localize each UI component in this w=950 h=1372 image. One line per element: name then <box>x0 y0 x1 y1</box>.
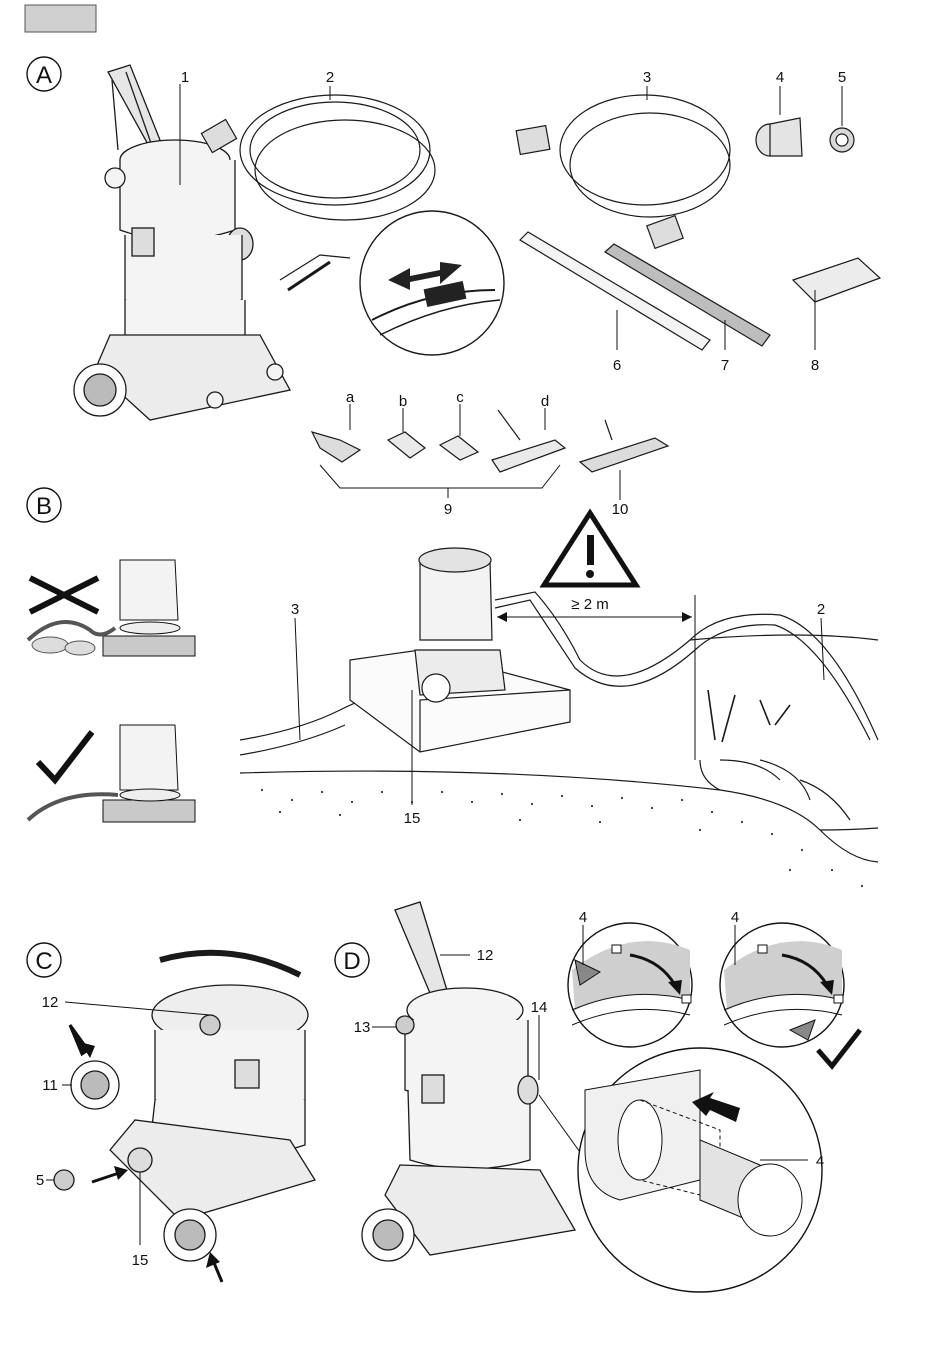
check-mark-icon <box>38 732 92 780</box>
label-hose-3: 3 <box>291 601 299 618</box>
ground-dots <box>261 789 863 887</box>
correct-placement-example <box>28 725 195 822</box>
handle-zoom-detail <box>360 211 504 355</box>
label-nozzle-a: a <box>346 389 355 406</box>
label-part-4: 4 <box>776 69 784 86</box>
vacuum-unit-c <box>54 953 315 1261</box>
filter-sheet-8 <box>793 258 880 302</box>
vacuum-unit-d <box>362 902 575 1261</box>
label-part-5-c: 5 <box>36 1172 44 1189</box>
cap-5 <box>830 128 854 152</box>
nozzle-10 <box>580 420 668 472</box>
section-d-letter: D <box>343 948 360 975</box>
label-part-13: 13 <box>354 1019 371 1036</box>
label-part-5: 5 <box>838 69 846 86</box>
lock-closed-icon <box>682 995 691 1003</box>
section-c: C 12 11 5 15 <box>27 943 315 1282</box>
section-d: D 12 13 14 <box>335 902 860 1292</box>
hose-3 <box>516 95 730 248</box>
lock-detail-right <box>720 923 860 1066</box>
section-a: A 1 2 <box>27 57 880 518</box>
header-swatch <box>25 5 96 32</box>
pond-scene <box>240 548 878 862</box>
label-part-6: 6 <box>613 357 621 374</box>
label-accessories-9: 9 <box>444 501 452 518</box>
section-c-letter: C <box>35 948 52 975</box>
label-part-1: 1 <box>181 69 189 86</box>
nozzle-a <box>312 432 360 462</box>
label-part-3: 3 <box>643 69 651 86</box>
bracket-9 <box>320 465 560 488</box>
section-b-letter: B <box>36 493 52 520</box>
nozzle-d <box>492 410 565 472</box>
wrong-placement-example <box>28 560 195 656</box>
label-part-12-c: 12 <box>42 994 59 1011</box>
lock-detail-left <box>568 923 692 1047</box>
warning-triangle-icon <box>544 513 636 585</box>
arrow-icon <box>497 612 507 622</box>
adapter-4 <box>756 118 802 156</box>
cross-mark-icon <box>30 578 98 612</box>
label-nozzle-b: b <box>399 393 407 410</box>
label-part-4-d3: 4 <box>816 1153 824 1170</box>
label-nozzle-d: d <box>541 393 549 410</box>
label-part-7: 7 <box>721 357 729 374</box>
label-hose-2: 2 <box>817 601 825 618</box>
label-part-10: 10 <box>612 501 629 518</box>
label-part-8: 8 <box>811 357 819 374</box>
distance-label: ≥ 2 m <box>571 596 608 613</box>
nozzle-b <box>388 432 425 458</box>
label-part-15-c: 15 <box>132 1252 149 1269</box>
nozzle-c <box>440 436 478 460</box>
label-part-2: 2 <box>326 69 334 86</box>
lock-open-icon <box>612 945 621 953</box>
section-a-letter: A <box>36 62 52 89</box>
label-nozzle-c: c <box>456 389 464 406</box>
adapter-zoom-detail <box>539 1048 822 1292</box>
check-mark-icon <box>818 1030 860 1066</box>
section-b: B <box>27 488 878 887</box>
label-part-4-d1: 4 <box>579 909 587 926</box>
label-part-4-d2: 4 <box>731 909 739 926</box>
label-part-14: 14 <box>531 999 548 1016</box>
label-inlet-15: 15 <box>404 810 421 827</box>
label-part-12-d: 12 <box>477 947 494 964</box>
label-part-11: 11 <box>42 1077 58 1094</box>
